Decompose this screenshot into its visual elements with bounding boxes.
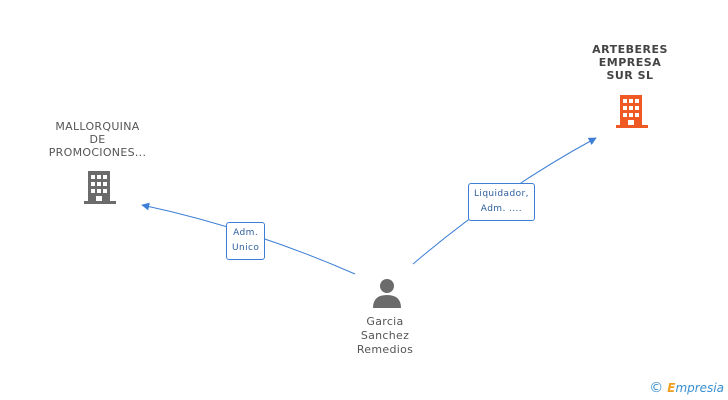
building-icon[interactable]	[84, 169, 116, 205]
company-name-line: ARTEBERES	[592, 43, 668, 56]
relation-label[interactable]: Liquidador, Adm. ....	[468, 183, 535, 221]
building-icon[interactable]	[616, 93, 648, 129]
relation-label-line: Adm. ....	[480, 204, 523, 214]
copyright-symbol: ©	[649, 380, 664, 396]
company-name-line: EMPRESA	[598, 56, 662, 69]
brand-name: mpresia	[675, 381, 724, 395]
company-name-line: MALLORQUINA	[55, 120, 140, 133]
company-name-line: PROMOCIONES...	[48, 146, 147, 159]
person-node-label[interactable]: Garcia Sanchez Remedios	[335, 315, 435, 357]
person-name-line: Remedios	[356, 343, 414, 356]
relation-label[interactable]: Adm. Unico	[226, 222, 266, 260]
relation-label-line: Unico	[232, 243, 260, 253]
company-name-line: DE	[89, 133, 106, 146]
brand-footer: © Empresia	[649, 380, 724, 396]
brand-initial: E	[667, 381, 676, 395]
company-node-label[interactable]: ARTEBERES EMPRESA SUR SL	[575, 43, 685, 82]
relation-label-line: Liquidador,	[474, 189, 529, 199]
brand-logo[interactable]: Empresia	[667, 381, 724, 395]
company-node-label[interactable]: MALLORQUINA DE PROMOCIONES...	[40, 120, 155, 159]
company-name-line: SUR SL	[606, 69, 654, 82]
relation-label-line: Adm.	[233, 228, 259, 238]
person-icon[interactable]	[372, 278, 402, 308]
person-name-line: Sanchez	[360, 329, 410, 342]
person-name-line: Garcia	[366, 315, 404, 328]
